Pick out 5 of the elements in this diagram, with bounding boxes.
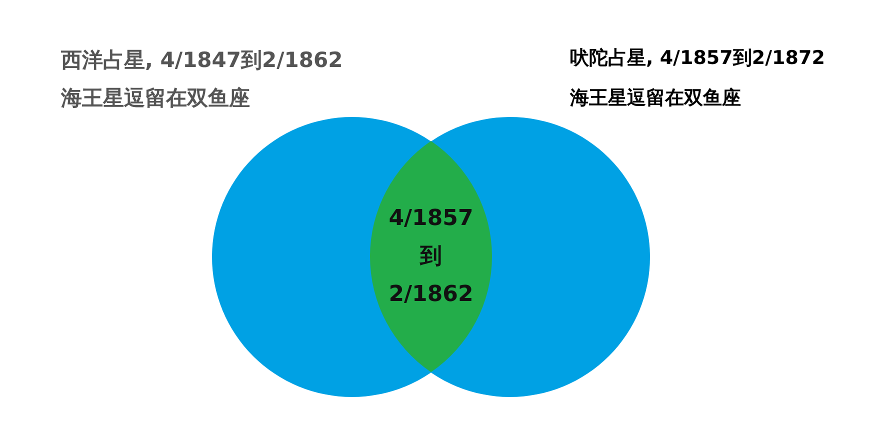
subheading-text: 海王星逗留在双鱼座 — [61, 86, 250, 110]
overlap-text: 4/1857到2/1862 — [388, 204, 474, 309]
heading-text: 西洋占星, 4/1847到2/1862 — [61, 48, 343, 72]
heading-text: 吠陀占星, 4/1857到2/1872 — [570, 48, 825, 70]
subheading-text: 海王星逗留在双鱼座 — [570, 88, 741, 110]
